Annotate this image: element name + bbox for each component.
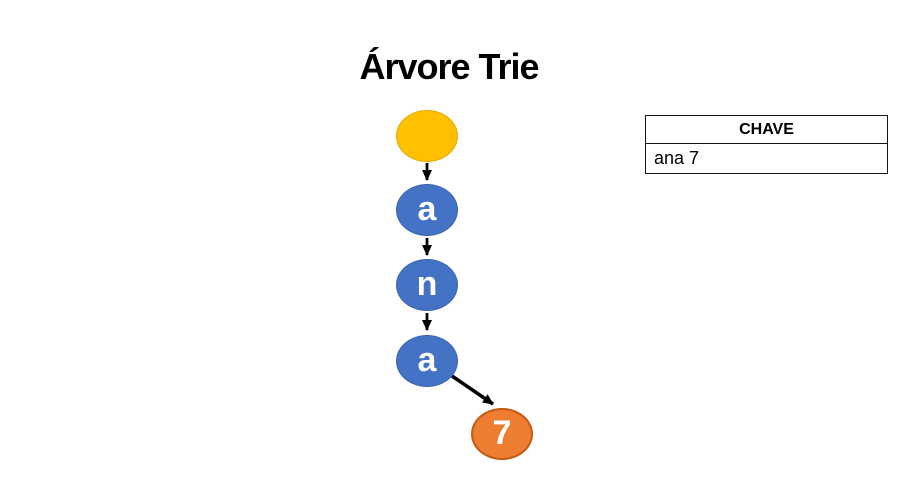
edge-arrow-a-7 [451,374,494,406]
key-table-cell: ana 7 [645,143,888,174]
key-table: CHAVE ana 7 [645,115,888,174]
slide-title: Árvore Trie [359,46,539,87]
trie-node-a-2: a [396,335,458,387]
trie-node-root [396,110,458,162]
key-table-header-row: CHAVE [645,115,888,144]
trie-node-n: n [396,259,458,311]
trie-node-a-1: a [396,184,458,236]
trie-node-value-7: 7 [471,408,533,460]
key-table-header: CHAVE [645,115,888,144]
key-table-row: ana 7 [645,143,888,174]
